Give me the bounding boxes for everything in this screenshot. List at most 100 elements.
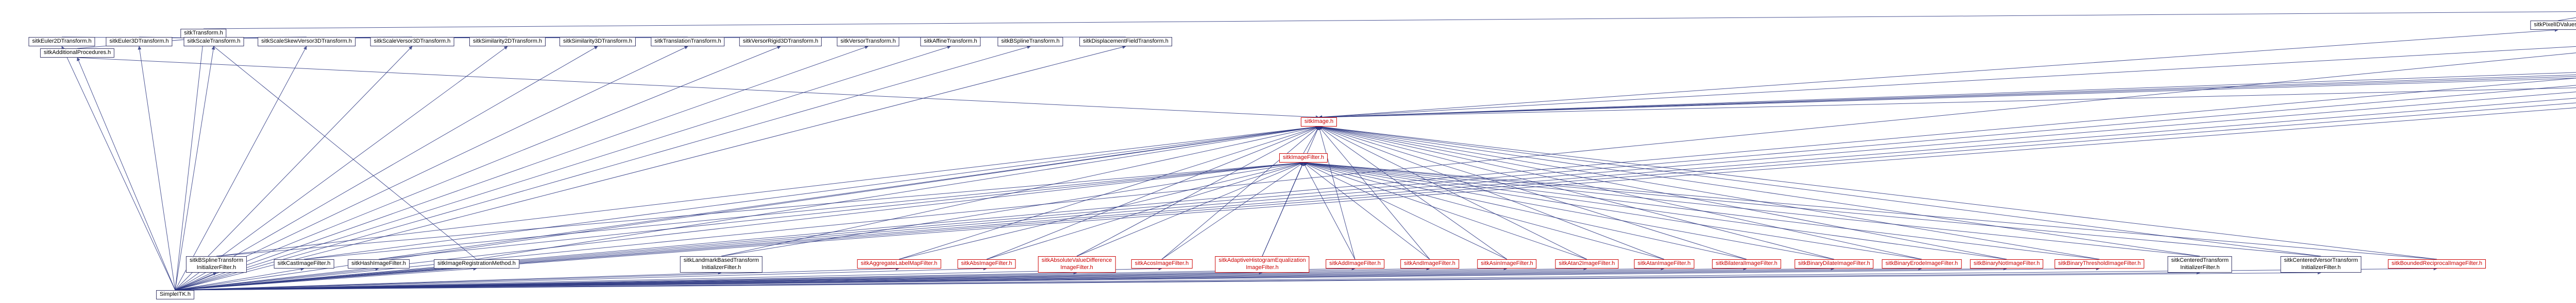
- graph-node-SimpleITK-h[interactable]: SimpleITK.h: [156, 290, 194, 299]
- include-edge: [1262, 162, 1304, 257]
- include-edge: [175, 271, 1077, 291]
- include-edge: [1303, 161, 2100, 260]
- graph-node-sitkImage-h[interactable]: sitkImage.h: [1300, 117, 1337, 127]
- include-edge: [1303, 162, 1587, 260]
- include-edge: [175, 46, 215, 291]
- include-edge: [1318, 125, 1922, 260]
- include-edge: [986, 162, 1304, 260]
- include-edge: [1318, 126, 1665, 260]
- graph-node-sitkAcosImageFilter-h[interactable]: sitkAcosImageFilter.h: [1131, 259, 1193, 269]
- graph-node-sitkAndImageFilter-h[interactable]: sitkAndImageFilter.h: [1400, 259, 1459, 269]
- include-edge: [1318, 78, 2576, 119]
- graph-node-sitkAddImageFilter-h[interactable]: sitkAddImageFilter.h: [1326, 259, 1384, 269]
- include-edge: [77, 57, 176, 291]
- include-edge: [476, 125, 1319, 260]
- graph-node-sitkAtan2ImageFilter-h[interactable]: sitkAtan2ImageFilter.h: [1555, 259, 1619, 269]
- include-edge: [175, 107, 2576, 291]
- graph-node-sitkBinaryErodeImageFilter-h[interactable]: sitkBinaryErodeImageFilter.h: [1882, 259, 1962, 269]
- include-edge: [1303, 162, 1507, 260]
- graph-node-sitkLandmarkBasedTransformInitializerFilter-h[interactable]: sitkLandmarkBasedTransform InitializerFi…: [680, 256, 763, 273]
- graph-node-sitkScaleSkewVersor3DTransform-h[interactable]: sitkScaleSkewVersor3DTransform.h: [258, 37, 355, 46]
- include-edge: [175, 102, 2576, 291]
- graph-node-sitkDisplacementFieldTransform-h[interactable]: sitkDisplacementFieldTransform.h: [1079, 37, 1172, 46]
- graph-node-sitkAffineTransform-h[interactable]: sitkAffineTransform.h: [920, 37, 981, 46]
- include-edge: [175, 45, 869, 291]
- graph-node-sitkCenteredVersorTransformInitializerFilter-h[interactable]: sitkCenteredVersorTransform InitializerF…: [2280, 256, 2362, 273]
- include-edge: [175, 272, 217, 291]
- include-edge: [1303, 161, 2321, 257]
- graph-node-sitkAsinImageFilter-h[interactable]: sitkAsinImageFilter.h: [1477, 259, 1537, 269]
- include-edge: [175, 85, 2576, 291]
- graph-node-sitkEuler3DTransform-h[interactable]: sitkEuler3DTransform.h: [106, 37, 173, 46]
- include-edge: [1161, 126, 1319, 260]
- include-edge: [1303, 161, 1835, 260]
- graph-node-sitkBinaryDilateImageFilter-h[interactable]: sitkBinaryDilateImageFilter.h: [1794, 259, 1874, 269]
- include-edge: [1303, 162, 1430, 260]
- include-edge: [175, 46, 413, 291]
- graph-node-sitkBinaryNotImageFilter-h[interactable]: sitkBinaryNotImageFilter.h: [1970, 259, 2044, 269]
- include-edge: [1318, 46, 2576, 119]
- include-edge: [216, 125, 1319, 257]
- graph-node-sitkEuler2DTransform-h[interactable]: sitkEuler2DTransform.h: [28, 37, 95, 46]
- include-edge: [203, 36, 508, 40]
- graph-node-sitkImageFilter-h[interactable]: sitkImageFilter.h: [1279, 153, 1328, 163]
- include-edge: [175, 271, 722, 291]
- graph-node-sitkAtanImageFilter-h[interactable]: sitkAtanImageFilter.h: [1634, 259, 1694, 269]
- include-edge: [175, 46, 781, 291]
- include-edge: [1303, 162, 1665, 260]
- include-edge: [899, 126, 1319, 260]
- graph-node-sitkSimilarity2DTransform-h[interactable]: sitkSimilarity2DTransform.h: [469, 37, 546, 46]
- include-edge: [1318, 125, 2321, 257]
- graph-node-sitkHashImageFilter-h[interactable]: sitkHashImageFilter.h: [348, 259, 410, 269]
- graph-node-sitkAggregateLabelMapFilter-h[interactable]: sitkAggregateLabelMapFilter.h: [857, 259, 941, 269]
- include-edge: [1303, 161, 2007, 260]
- include-edge: [203, 11, 2576, 29]
- include-edge: [1318, 74, 2576, 119]
- include-edge: [175, 266, 1665, 291]
- include-edge: [1318, 126, 1355, 260]
- include-edge: [175, 46, 307, 291]
- graph-node-sitkBSplineTransformInitializerFilter-h[interactable]: sitkBSplineTransform InitializerFilter.h: [185, 256, 247, 273]
- include-edge: [1318, 125, 2200, 257]
- graph-node-sitkAdditionalProcedures-h[interactable]: sitkAdditionalProcedures.h: [40, 48, 115, 58]
- include-edge: [175, 266, 900, 291]
- include-edge: [175, 45, 1126, 291]
- graph-node-sitkBSplineTransform-h[interactable]: sitkBSplineTransform.h: [997, 37, 1063, 46]
- graph-node-sitkScaleTransform-h[interactable]: sitkScaleTransform.h: [183, 37, 244, 46]
- graph-node-sitkVersorTransform-h[interactable]: sitkVersorTransform.h: [837, 37, 900, 46]
- graph-node-sitkPixelIDValues-h[interactable]: sitkPixelIDValues.h: [2530, 21, 2576, 30]
- graph-node-sitkAdaptiveHistogramEqualizationImageFilter-h[interactable]: sitkAdaptiveHistogramEqualization ImageF…: [1215, 256, 1310, 273]
- include-edge: [175, 271, 2200, 291]
- include-edge: [175, 45, 1031, 291]
- include-edge: [175, 78, 2576, 291]
- include-edge: [1303, 161, 1922, 260]
- graph-node-sitkVersorRigid3DTransform-h[interactable]: sitkVersorRigid3DTransform.h: [739, 37, 822, 46]
- graph-node-sitkAbsImageFilter-h[interactable]: sitkAbsImageFilter.h: [957, 259, 1016, 269]
- graph-node-sitkSimilarity3DTransform-h[interactable]: sitkSimilarity3DTransform.h: [559, 37, 636, 46]
- include-edge: [61, 46, 176, 291]
- graph-node-sitkCastImageFilter-h[interactable]: sitkCastImageFilter.h: [274, 259, 334, 269]
- include-edge: [175, 266, 1355, 291]
- include-edge: [175, 46, 688, 291]
- include-edge: [721, 125, 1319, 257]
- include-edge: [138, 46, 176, 291]
- graph-node-sitkImageRegistrationMethod-h[interactable]: sitkImageRegistrationMethod.h: [434, 259, 519, 269]
- graph-node-sitkTranslationTransform-h[interactable]: sitkTranslationTransform.h: [651, 37, 725, 46]
- graph-node-sitkBilateralImageFilter-h[interactable]: sitkBilateralImageFilter.h: [1712, 259, 1781, 269]
- graph-node-sitkAbsoluteValueDifferenceImageFilter-h[interactable]: sitkAbsoluteValueDifference ImageFilter.…: [1038, 256, 1116, 273]
- graph-node-sitkBinaryThresholdImageFilter-h[interactable]: sitkBinaryThresholdImageFilter.h: [2054, 259, 2145, 269]
- graph-node-sitkCenteredTransformInitializerFilter-h[interactable]: sitkCenteredTransform InitializerFilter.…: [2167, 256, 2232, 273]
- include-edge: [175, 46, 598, 291]
- graph-node-sitkScaleVersor3DTransform-h[interactable]: sitkScaleVersor3DTransform.h: [370, 37, 454, 46]
- include-edge: [1303, 126, 1319, 154]
- include-edge: [175, 98, 2576, 291]
- include-edge: [1318, 125, 2437, 260]
- include-edge: [1318, 125, 2007, 260]
- include-edge: [175, 266, 987, 291]
- graph-node-sitkBoundedReciprocalImageFilter-h[interactable]: sitkBoundedReciprocalImageFilter.h: [2387, 259, 2486, 269]
- include-edge: [1318, 87, 2576, 119]
- include-edge: [175, 266, 1747, 291]
- include-edge: [175, 271, 2321, 291]
- include-edge: [175, 46, 508, 291]
